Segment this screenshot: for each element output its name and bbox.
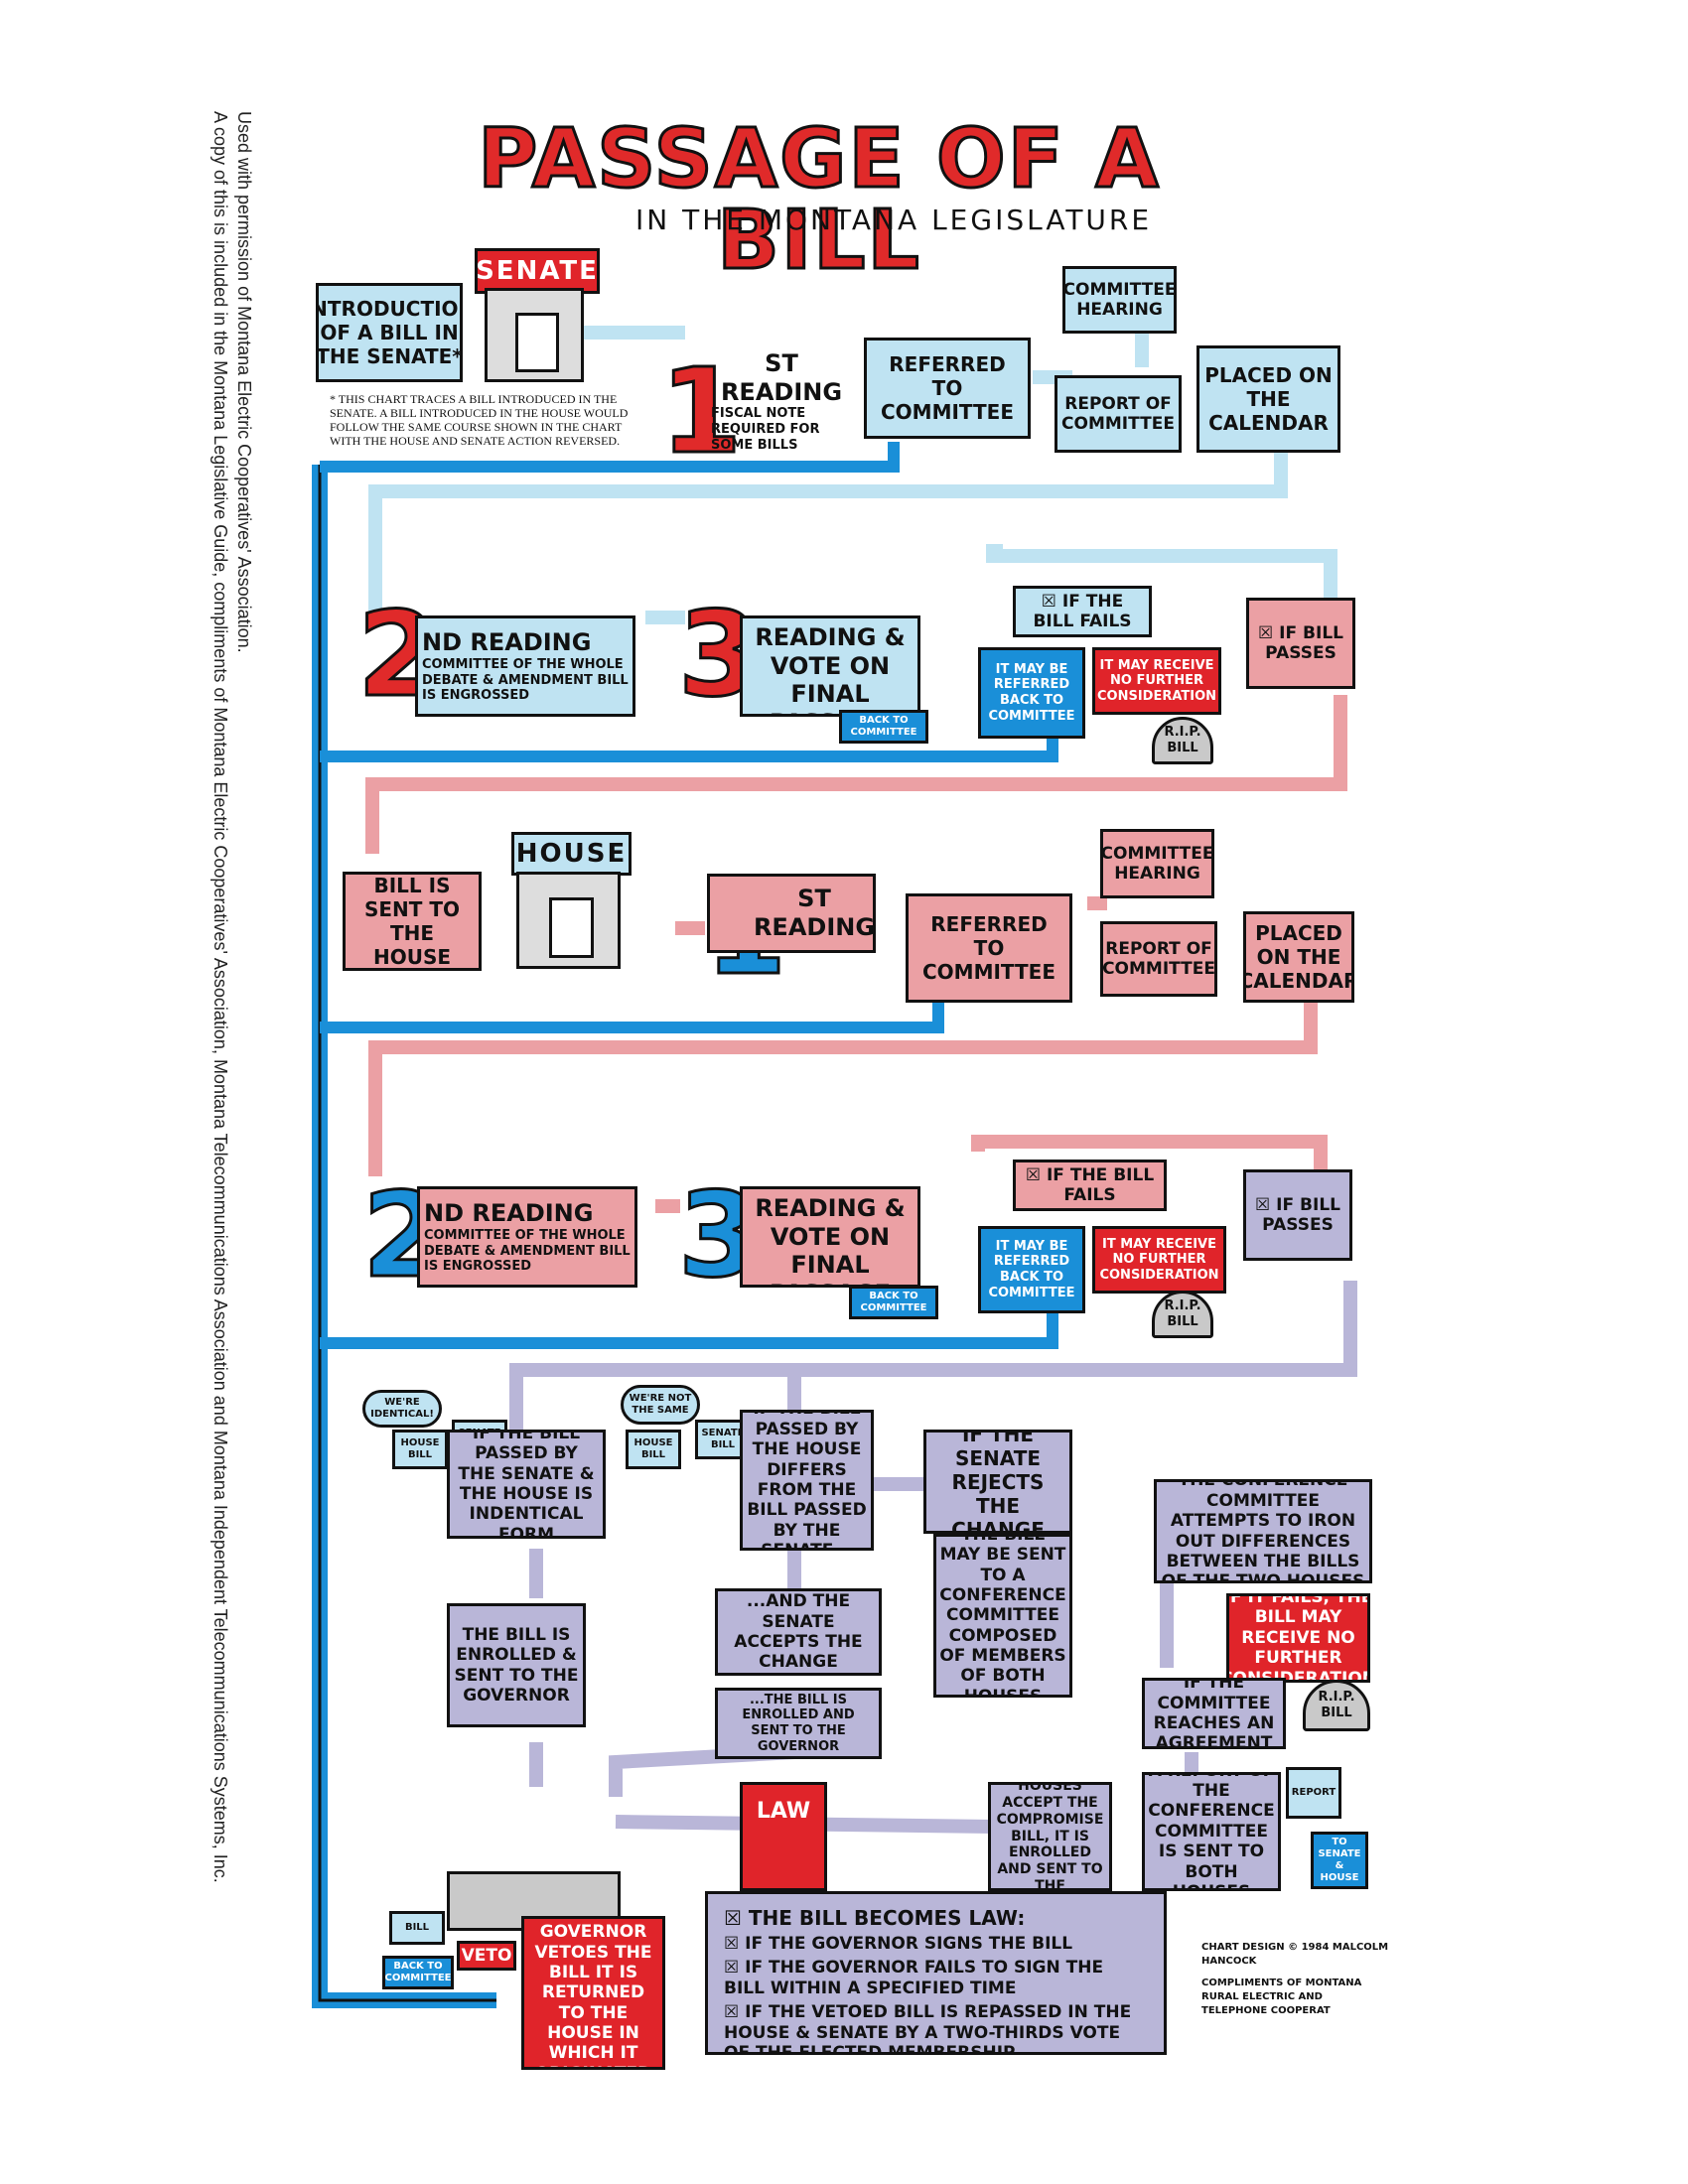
senate-referred-box: REFERRED TO COMMITTEE	[864, 338, 1031, 439]
page-subtitle: IN THE MONTANA LEGISLATURE	[635, 204, 1153, 236]
house-second-detail: COMMITTEE OF THE WHOLE DEBATE & AMENDMEN…	[424, 1228, 631, 1275]
house-hearing-box: COMMITTEE HEARING	[1100, 829, 1214, 898]
report-sent-box: A REPORT OF THE CONFERENCE COMMITTEE IS …	[1142, 1772, 1281, 1891]
law-book: LAW	[740, 1782, 827, 1891]
conference-attempts-box: THE CONFERENCE COMMITTEE ATTEMPTS TO IRO…	[1154, 1479, 1372, 1583]
house-first-reading-box: ST READING	[707, 874, 876, 953]
senate-first-reading-label: ST READING	[720, 352, 843, 406]
senate-passes-box: ☒ IF BILL PASSES	[1246, 598, 1355, 689]
not-same-speech-bubble: WE'RE NOT THE SAME	[621, 1385, 700, 1425]
credits: CHART DESIGN © 1984 MALCOLM HANCOCK COMP…	[1201, 1941, 1390, 2018]
law-condition-1: ☒ IF THE GOVERNOR SIGNS THE BILL	[724, 1934, 1073, 1954]
veto-bill-icon: BILL	[389, 1911, 445, 1945]
conference-sent-box: THE BILL MAY BE SENT TO A CONFERENCE COM…	[933, 1534, 1072, 1698]
credits-design: CHART DESIGN © 1984 MALCOLM HANCOCK	[1201, 1942, 1389, 1967]
senate-calendar-box: PLACED ON THE CALENDAR	[1196, 345, 1340, 453]
senate-second-reading-label: ND READING	[422, 628, 592, 657]
senate-hearing-box: COMMITTEE HEARING	[1062, 266, 1177, 334]
final-rip-tombstone: R.I.P. BILL	[1303, 1680, 1370, 1731]
credits-compliments: COMPLIMENTS OF MONTANA RURAL ELECTRIC AN…	[1201, 1978, 1362, 2016]
house-referred-box: REFERRED TO COMMITTEE	[906, 893, 1072, 1003]
senate-fiscal-note: FISCAL NOTE REQUIRED FOR SOME BILLS	[711, 406, 820, 450]
differs-box: IF THE BILL PASSED BY THE HOUSE DIFFERS …	[740, 1410, 874, 1551]
senate-first-reading: ST READING FISCAL NOTE REQUIRED FOR SOME…	[707, 352, 856, 450]
to-both-houses-tag: TO SENATE & HOUSE	[1311, 1832, 1368, 1889]
identical-speech-bubble: WE'RE IDENTICAL!	[362, 1390, 442, 1428]
senate-building	[485, 288, 584, 382]
becomes-law-box: ☒ THE BILL BECOMES LAW: ☒ IF THE GOVERNO…	[705, 1891, 1167, 2055]
enrolled-identical-box: THE BILL IS ENROLLED & SENT TO THE GOVER…	[447, 1603, 586, 1727]
veto-back-to-committee: BACK TO COMMITTEE	[382, 1956, 454, 1989]
law-condition-2: ☒ IF THE GOVERNOR FAILS TO SIGN THE BILL…	[724, 1958, 1104, 1998]
report-document: REPORT	[1286, 1767, 1341, 1819]
house-third-reading-box: RD READING & VOTE ON FINAL PASSAGE	[740, 1186, 920, 1288]
house-no-further-box: IT MAY RECEIVE NO FURTHER CONSIDERATION	[1092, 1226, 1226, 1294]
house-fails-box: ☒ IF THE BILL FAILS	[1013, 1160, 1167, 1211]
senate-rejects-box: IF THE SENATE REJECTS THE CHANGE	[923, 1430, 1072, 1534]
senate-third-reading-box: RD READING & VOTE ON FINAL PASSAGE	[740, 615, 920, 717]
veto-box: IF THE GOVERNOR VETOES THE BILL IT IS RE…	[521, 1916, 665, 2070]
house-rip-tombstone: R.I.P. BILL	[1152, 1291, 1213, 1338]
senate-fails-box: ☒ IF THE BILL FAILS	[1013, 586, 1152, 637]
senate-footnote: * THIS CHART TRACES A BILL INTRODUCED IN…	[330, 392, 629, 448]
house-label: HOUSE	[511, 832, 632, 876]
agreement-box: IF THE COMMITTEE REACHES AN AGREEMENT	[1142, 1678, 1286, 1749]
house-back-to-committee: BACK TO COMMITTEE	[849, 1286, 938, 1319]
page-title: PASSAGE OF A BILL	[477, 112, 1161, 288]
enrolled-accepts-box: ...THE BILL IS ENROLLED AND SENT TO THE …	[715, 1688, 882, 1759]
identical-box: IF THE BILL PASSED BY THE SENATE & THE H…	[447, 1430, 606, 1539]
senate-first-number: 1	[658, 342, 743, 479]
differs-house-bill: HOUSE BILL	[626, 1430, 681, 1469]
conference-fails-box: IF IT FAILS, THE BILL MAY RECEIVE NO FUR…	[1226, 1593, 1370, 1683]
house-referred-back-box: IT MAY BE REFERRED BACK TO COMMITTEE	[978, 1226, 1085, 1313]
house-report-box: REPORT OF COMMITTEE	[1100, 921, 1217, 997]
veto-label: VETO	[457, 1941, 516, 1971]
senate-back-to-committee: BACK TO COMMITTEE	[839, 710, 928, 744]
senate-referred-back-box: IT MAY BE REFERRED BACK TO COMMITTEE	[978, 647, 1085, 739]
senate-second-reading-box: ND READING COMMITTEE OF THE WHOLE DEBATE…	[415, 615, 635, 717]
sent-to-house-box: BILL IS SENT TO THE HOUSE	[343, 872, 482, 971]
identical-house-bill: HOUSE BILL	[392, 1430, 448, 1469]
house-second-reading-label: ND READING	[424, 1199, 594, 1228]
becomes-law-heading: ☒ THE BILL BECOMES LAW:	[724, 1906, 1026, 1930]
senate-second-detail: COMMITTEE OF THE WHOLE DEBATE & AMENDMEN…	[422, 657, 629, 704]
house-building	[516, 872, 621, 969]
house-passes-box: ☒ IF BILL PASSES	[1243, 1169, 1352, 1261]
senate-rip-tombstone: R.I.P. BILL	[1152, 717, 1213, 764]
house-calendar-box: PLACED ON THE CALENDAR	[1243, 911, 1354, 1003]
house-second-reading-box: ND READING COMMITTEE OF THE WHOLE DEBATE…	[417, 1186, 637, 1288]
law-condition-3: ☒ IF THE VETOED BILL IS REPASSED IN THE …	[724, 2002, 1132, 2055]
introduction-box: INTRODUCTION OF A BILL IN THE SENATE*	[316, 283, 463, 382]
senate-accepts-box: ...AND THE SENATE ACCEPTS THE CHANGE	[715, 1588, 882, 1676]
senate-report-box: REPORT OF COMMITTEE	[1055, 375, 1182, 453]
senate-no-further-box: IT MAY RECEIVE NO FURTHER CONSIDERATION	[1092, 647, 1221, 715]
both-accept-box: IF BOTH HOUSES ACCEPT THE COMPROMISE BIL…	[988, 1782, 1112, 1891]
